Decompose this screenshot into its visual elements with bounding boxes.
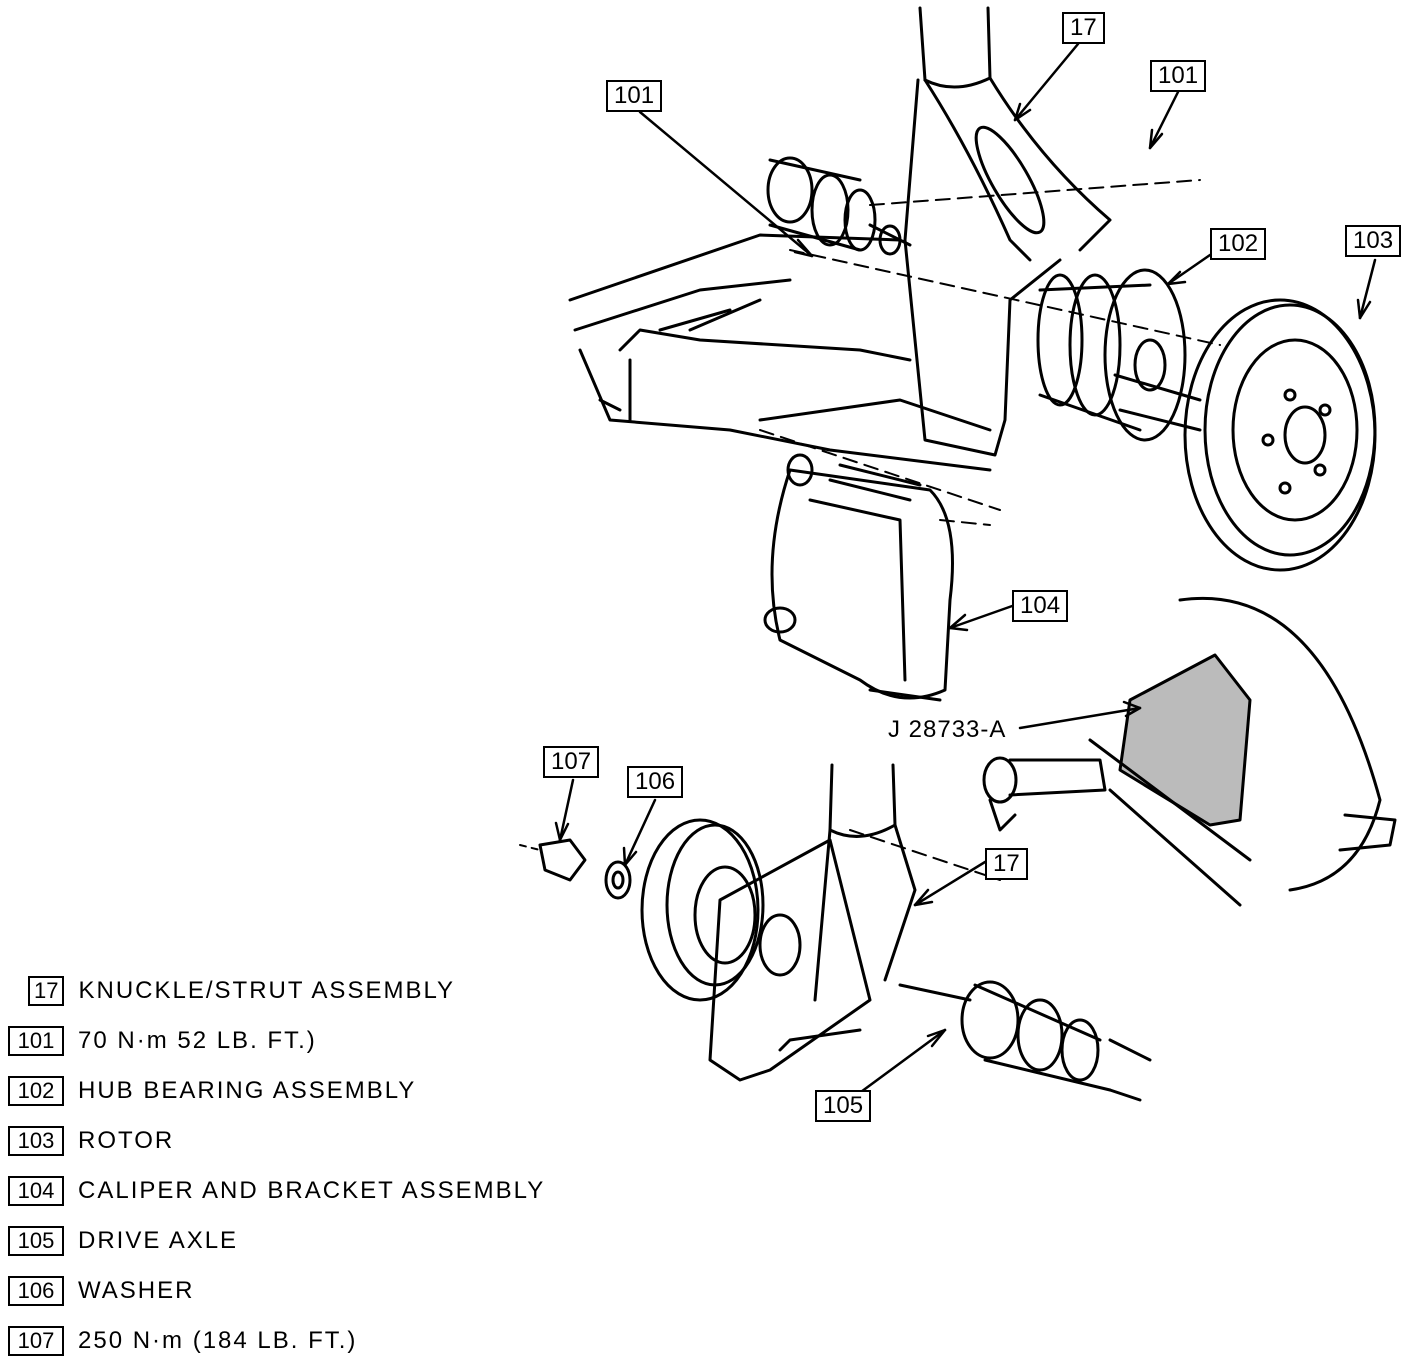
drive-axle-lower	[898, 980, 1152, 1102]
rotor-lower	[640, 818, 765, 1002]
leader-arrows	[554, 42, 1377, 1102]
brake-rotor-upper	[1183, 298, 1377, 572]
callout-107: 107	[543, 746, 600, 778]
legend-item: 101 70 N·m 52 LB. FT.)	[8, 1016, 628, 1066]
callout-106: 106	[627, 766, 684, 798]
callout-17-top: 17	[1062, 12, 1105, 44]
legend-number: 106	[8, 1276, 64, 1306]
hub-bearing-upper	[1036, 268, 1202, 442]
callout-105: 105	[815, 1090, 872, 1122]
legend-item: 103 ROTOR	[8, 1116, 628, 1166]
legend-number: 104	[8, 1176, 64, 1206]
nut-and-washer	[519, 838, 632, 900]
legend-number: 102	[8, 1076, 64, 1106]
callout-102: 102	[1210, 228, 1267, 260]
callout-103: 103	[1345, 225, 1402, 257]
callout-104: 104	[1012, 590, 1069, 622]
legend-label: DRIVE AXLE	[78, 1227, 239, 1254]
legend-number: 101	[8, 1026, 64, 1056]
legend-label: HUB BEARING ASSEMBLY	[78, 1077, 417, 1104]
legend-label: WASHER	[78, 1277, 195, 1304]
legend-item: 105 DRIVE AXLE	[8, 1216, 628, 1266]
legend-item: 102 HUB BEARING ASSEMBLY	[8, 1066, 628, 1116]
special-tool-label: J 28733-A	[888, 716, 1007, 743]
legend-label: ROTOR	[78, 1127, 175, 1154]
legend-number: 103	[8, 1126, 64, 1156]
legend-item: 17 KNUCKLE/STRUT ASSEMBLY	[8, 966, 628, 1016]
special-tool-wheel-detail	[982, 596, 1397, 907]
callout-101-left: 101	[606, 80, 663, 112]
knuckle-lower	[708, 838, 872, 1082]
legend-item: 104 CALIPER AND BRACKET ASSEMBLY	[8, 1166, 628, 1216]
strut-tube-lower	[813, 763, 917, 1002]
legend-label: 70 N·m 52 LB. FT.)	[78, 1027, 317, 1054]
legend-label: 250 N·m (184 LB. FT.)	[78, 1327, 358, 1354]
legend-number: 105	[8, 1226, 64, 1256]
legend-item: 107 250 N·m (184 LB. FT.)	[8, 1316, 628, 1366]
legend-number: 107	[8, 1326, 64, 1356]
parts-legend: 17 KNUCKLE/STRUT ASSEMBLY 101 70 N·m 52 …	[8, 966, 628, 1366]
legend-label: CALIPER AND BRACKET ASSEMBLY	[78, 1177, 546, 1204]
drive-axle-boot-upper	[766, 156, 912, 256]
vehicle-frame-rail	[568, 233, 992, 472]
caliper-assembly	[763, 453, 954, 702]
callout-17-bottom: 17	[985, 848, 1028, 880]
centerline-dashes	[759, 179, 1221, 881]
legend-number: 17	[28, 976, 65, 1006]
legend-item: 106 WASHER	[8, 1266, 628, 1316]
callout-101-right: 101	[1150, 60, 1207, 92]
strut-tube-upper	[903, 6, 1112, 457]
legend-label: KNUCKLE/STRUT ASSEMBLY	[78, 977, 456, 1004]
